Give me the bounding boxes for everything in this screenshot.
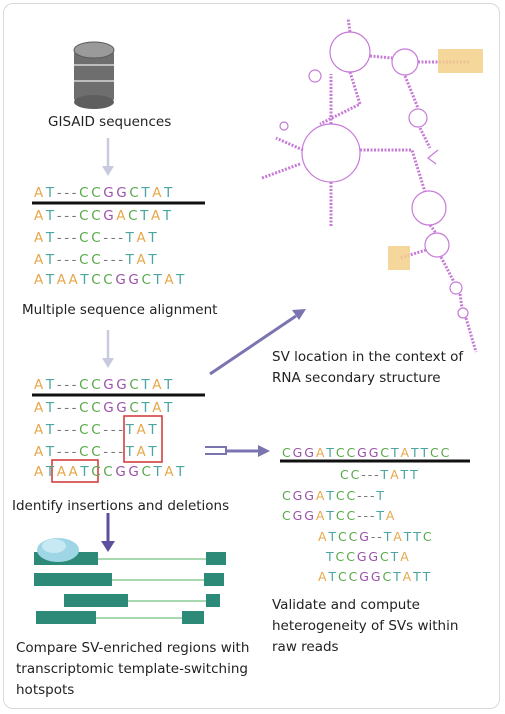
read-row: CGGATCCGGCTATTCC: [282, 445, 452, 460]
rna-structure-icon: [261, 17, 478, 353]
alignment1-row: AT---CCGACTAT: [34, 208, 174, 224]
insertion-box: [51, 459, 99, 483]
arrow-to-tracks: [101, 513, 115, 552]
arrow-to-rna: [209, 309, 306, 376]
msa-label: Multiple sequence alignment: [22, 302, 218, 318]
alignment2-row: AT---CCGGCTAT: [34, 400, 175, 416]
read-row: ATCCG--TATTC: [318, 529, 434, 544]
gisaid-label: GISAID sequences: [48, 114, 172, 130]
read-row: TCCGGCTA: [326, 549, 411, 564]
rna-highlight-bottom: [388, 246, 410, 270]
compare-label-line1: Compare SV-enriched regions with: [16, 640, 250, 656]
alignment2-row: AT---CCGGCTAT: [34, 377, 175, 393]
compare-label-line2: transcriptomic template-switching: [16, 661, 248, 677]
transcript-tracks: [34, 552, 226, 624]
alignment1-row: AT---CC---TAT: [34, 252, 160, 268]
alignment2-row: AT---CC---TAT: [34, 444, 160, 460]
read-row: CC---TATT: [340, 467, 420, 482]
down-arrow-1: [102, 138, 114, 176]
ribosome-icon: [37, 538, 79, 562]
arrow-to-reads: [205, 445, 270, 457]
sv-location-label-line2: RNA secondary structure: [272, 370, 441, 386]
alignment1-row: AT---CC---TAT: [34, 230, 160, 246]
sv-location-label-line1: SV location in the context of: [272, 349, 464, 365]
rna-highlight-top: [438, 49, 483, 73]
read-row: ATCCGGCTATT: [318, 569, 433, 584]
database-icon: [73, 41, 115, 109]
alignment1-row: AT---CCGGCTAT: [34, 185, 175, 201]
validate-label-line3: raw reads: [272, 639, 339, 655]
validate-label-line2: heterogeneity of SVs within: [272, 618, 459, 634]
deletion-box: [123, 415, 163, 463]
alignment2-row: ATAATCCGGCTAT: [34, 464, 188, 480]
alignment2-row: AT---CC---TAT: [34, 422, 160, 438]
compare-label-line3: hotspots: [16, 682, 75, 698]
indels-label: Identify insertions and deletions: [12, 498, 230, 514]
figure-frame: [3, 3, 500, 709]
read-row: CGGATCC---T: [282, 488, 386, 503]
alignment1-row: ATAATCCGGCTAT: [34, 272, 188, 288]
down-arrow-2: [102, 330, 114, 368]
read-row: CGGATCC---TA: [282, 508, 397, 523]
validate-label-line1: Validate and compute: [272, 597, 420, 613]
